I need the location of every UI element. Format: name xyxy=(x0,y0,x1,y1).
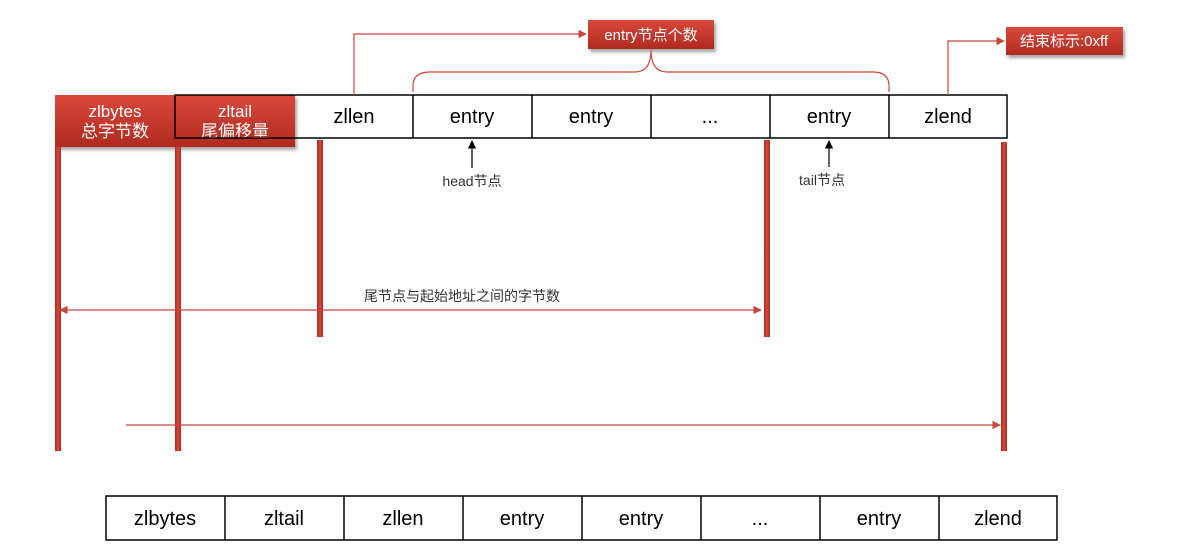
header-box-zltail-line1: zltail xyxy=(218,102,252,121)
bottom-cell-zllen: zllen xyxy=(382,508,423,530)
bottom-cell-entry-1: entry xyxy=(500,508,544,530)
header-box-zlbytes-line2: 总字节数 xyxy=(81,122,149,141)
top-row-cells: zllen entry entry ... entry zlend xyxy=(174,94,1008,139)
top-cell-entry-1: entry xyxy=(450,106,494,128)
span-tail-offset: 尾节点与起始地址之间的字节数 xyxy=(59,288,762,315)
callout-entry-count-label: entry节点个数 xyxy=(604,27,697,44)
top-cell-zllen: zllen xyxy=(333,106,374,128)
top-cell-zlend: zlend xyxy=(924,106,972,128)
bottom-cell-zltail: zltail xyxy=(264,508,304,530)
header-box-zltail: zltail 尾偏移量 xyxy=(175,95,295,147)
bar-tail-entry-start xyxy=(764,140,770,337)
top-row-outline xyxy=(174,94,1008,139)
bottom-cell-entry-2: entry xyxy=(619,508,663,530)
header-box-zlbytes-line1: zlbytes xyxy=(89,102,142,121)
header-box-zltail-line2: 尾偏移量 xyxy=(201,122,269,141)
tail-pointer: tail节点 xyxy=(799,140,845,188)
callout-end-marker-label: 结束标示:0xff xyxy=(1020,33,1109,50)
bottom-cell-zlbytes: zlbytes xyxy=(134,508,196,530)
bar-zlbytes-start xyxy=(55,147,61,451)
bottom-row: zlbytes zltail zllen entry entry ... ent… xyxy=(105,495,1058,541)
top-cell-ellipsis: ... xyxy=(702,106,719,128)
bar-zlend xyxy=(1001,142,1007,451)
bar-zllen-start xyxy=(317,140,323,337)
head-pointer: head节点 xyxy=(442,140,502,189)
zllen-to-callout-arrow xyxy=(353,29,587,95)
bottom-cell-zlend: zlend xyxy=(974,508,1022,530)
head-pointer-label: head节点 xyxy=(442,173,501,189)
header-box-zlbytes: zlbytes 总字节数 xyxy=(55,95,175,147)
vertical-bars xyxy=(55,140,1007,451)
bar-zltail-start xyxy=(175,147,181,451)
top-cell-entry-3: entry xyxy=(807,106,851,128)
callout-end-marker: 结束标示:0xff xyxy=(947,27,1123,95)
span-tail-offset-label: 尾节点与起始地址之间的字节数 xyxy=(364,288,560,304)
callout-entry-count: entry节点个数 xyxy=(353,20,890,95)
top-cell-entry-2: entry xyxy=(569,106,613,128)
zlend-to-callout-arrow xyxy=(947,36,1005,95)
entries-brace xyxy=(412,49,890,92)
bottom-cell-entry-3: entry xyxy=(857,508,901,530)
tail-pointer-label: tail节点 xyxy=(799,172,845,188)
bottom-cell-ellipsis: ... xyxy=(752,508,769,530)
